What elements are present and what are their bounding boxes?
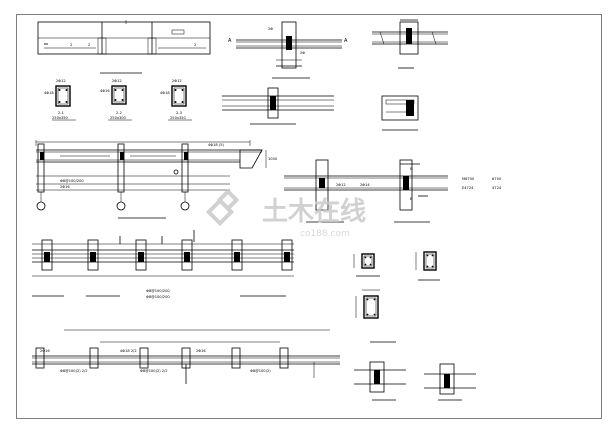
svg-text:2: 2 xyxy=(70,43,72,47)
continuous-beam-elevation: 1000 4Φ18 (5) Φ8@100/200 2Φ16 xyxy=(35,140,278,219)
beam-column-joint-a: A A 2Φ 2Φ xyxy=(228,21,348,79)
joint-detail-bottom-1 xyxy=(354,361,406,401)
beam-section-2-2-size: 250x300 xyxy=(110,116,127,120)
column-section-1 xyxy=(353,253,380,277)
svg-text:4Φ16: 4Φ16 xyxy=(100,89,110,93)
svg-text:2: 2 xyxy=(194,43,196,47)
svg-text:4Φ18 (5): 4Φ18 (5) xyxy=(208,143,225,147)
svg-text:2Φ14: 2Φ14 xyxy=(360,183,370,187)
svg-text:2Φ16: 2Φ16 xyxy=(40,349,50,353)
beam-section-2-2: 4Φ16 2Φ12 2-2 250x300 xyxy=(100,79,132,121)
svg-text:Φ8@100(2) 2/2: Φ8@100(2) 2/2 xyxy=(140,369,168,373)
section-mark-b-bottom: B xyxy=(410,197,413,201)
legend-value-1: 6700 xyxy=(492,177,502,181)
svg-text:1000: 1000 xyxy=(268,157,278,161)
watermark-domain: co188.com xyxy=(300,229,350,239)
beam-section-2-3-label: 2-3 xyxy=(176,111,182,115)
frame-elevation-top-left: 2 2 2 xyxy=(37,20,211,74)
svg-text:2Φ: 2Φ xyxy=(300,51,305,55)
section-mark-a-right: A xyxy=(344,38,348,44)
svg-text:2: 2 xyxy=(88,43,90,47)
joint-detail-bottom-2 xyxy=(424,363,476,401)
svg-text:2Φ12: 2Φ12 xyxy=(56,79,66,83)
beam-elevation-lower: Φ8@100/200 Φ8@100/200 xyxy=(32,230,294,299)
watermark-logo: 土木在线 co188.com xyxy=(205,188,366,239)
svg-text:2Φ16: 2Φ16 xyxy=(196,349,206,353)
section-mark-b-top: B xyxy=(410,167,413,171)
svg-text:Φ8@100/200: Φ8@100/200 xyxy=(146,289,170,293)
svg-text:4Φ18 2/2: 4Φ18 2/2 xyxy=(120,349,137,353)
svg-text:4Φ18: 4Φ18 xyxy=(44,91,54,95)
watermark-brand: 土木在线 xyxy=(262,197,366,227)
beam-section-2-3-size: 250x350 xyxy=(170,116,187,120)
column-section-3 xyxy=(355,289,396,343)
svg-text:Φ8@100(2): Φ8@100(2) xyxy=(250,369,271,373)
legend-value-2: 4724 xyxy=(492,186,502,190)
legend-name-1: M6700 xyxy=(462,177,475,181)
legend: M6700 6700 E4724 4724 xyxy=(462,177,502,190)
beam-section-2-3: 4Φ18 2Φ12 2-3 250x350 xyxy=(160,79,192,121)
beam-section-2-1-label: 2-1 xyxy=(58,111,64,115)
svg-text:2Φ12: 2Φ12 xyxy=(336,183,346,187)
svg-text:Φ8@100/200: Φ8@100/200 xyxy=(146,295,170,299)
svg-text:2Φ12: 2Φ12 xyxy=(112,79,122,83)
column-section-2 xyxy=(415,251,440,281)
joint-detail-top-right xyxy=(372,19,448,69)
beam-detail-middle xyxy=(222,87,334,125)
svg-text:2Φ: 2Φ xyxy=(268,27,273,31)
legend-name-2: E4724 xyxy=(462,186,474,190)
sheet-border xyxy=(16,14,602,419)
svg-text:Φ8@100/200: Φ8@100/200 xyxy=(60,179,84,183)
beam-section-2-1: 4Φ18 2Φ12 2-1 250x350 xyxy=(44,79,76,121)
svg-text:2Φ12: 2Φ12 xyxy=(172,79,182,83)
svg-text:4Φ18: 4Φ18 xyxy=(160,91,170,95)
svg-text:2Φ16: 2Φ16 xyxy=(60,185,70,189)
section-detail-small xyxy=(381,95,419,131)
section-mark-a-left: A xyxy=(228,38,232,44)
svg-text:Φ8@100(2) 2/2: Φ8@100(2) 2/2 xyxy=(60,369,88,373)
beam-column-joint-b: B B 2Φ12 2Φ14 xyxy=(284,159,448,223)
beam-section-2-2-label: 2-2 xyxy=(116,111,122,115)
beam-elevation-bottom: 2Φ16 4Φ18 2/2 2Φ16 Φ8@100(2) 2/2 Φ8@100(… xyxy=(32,329,340,384)
beam-section-2-1-size: 250x350 xyxy=(52,116,69,120)
